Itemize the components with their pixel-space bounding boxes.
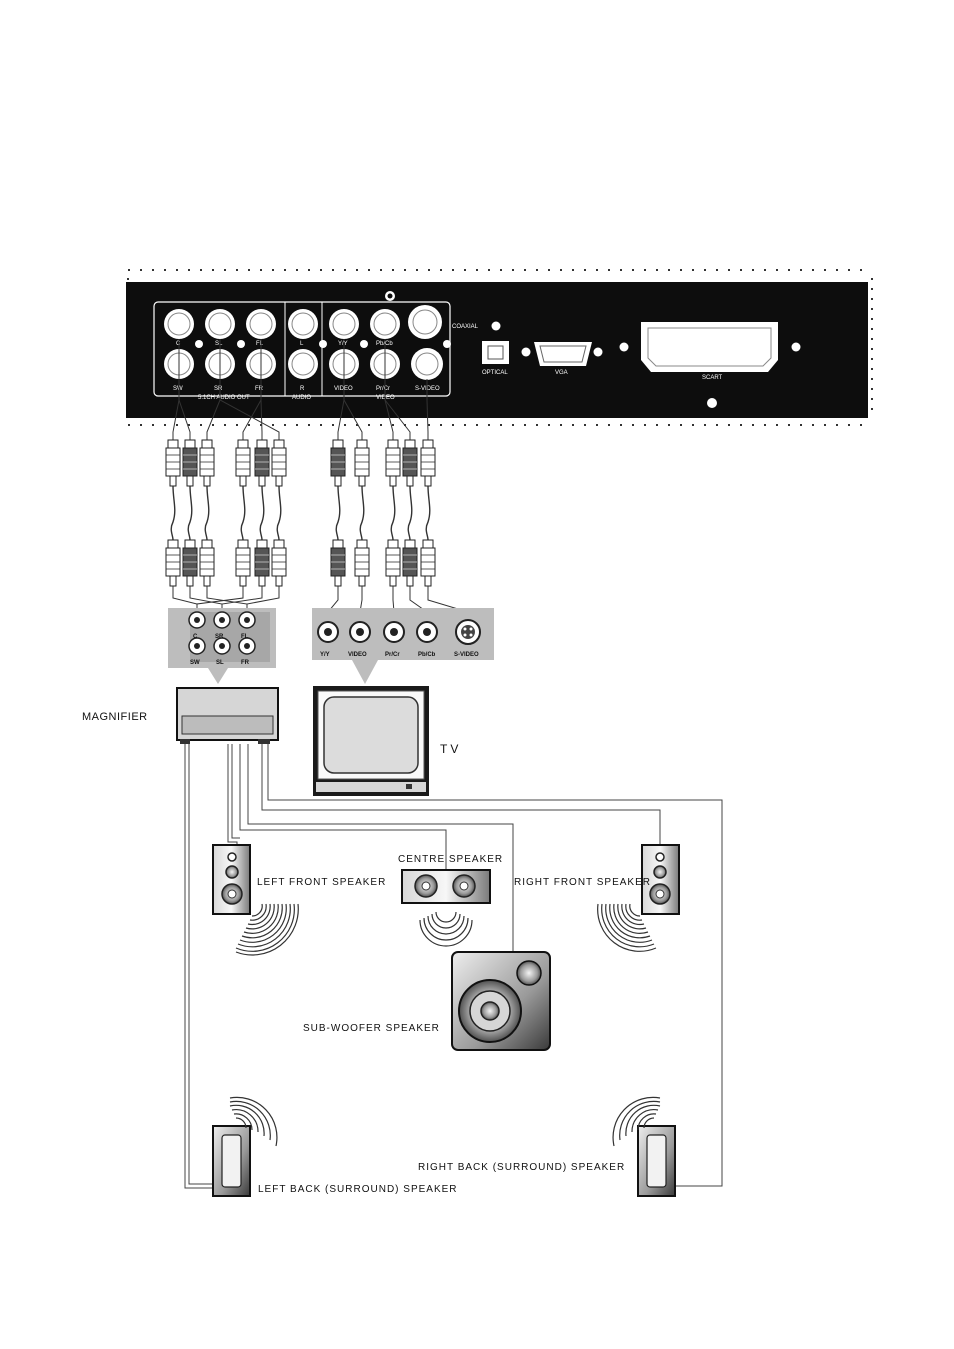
amp-label-sr: SR xyxy=(215,634,224,640)
amp-label-c: C xyxy=(193,634,198,640)
rca-plug xyxy=(331,440,345,486)
amp-jack-c[interactable] xyxy=(189,612,205,628)
rear-panel: C SL FL L Y/Y Pb/Cb SW SR FR R VIDEO Pr/… xyxy=(126,270,872,425)
amp-jack-sl[interactable] xyxy=(214,638,230,654)
label-pr: Pr/Cr xyxy=(376,386,390,392)
rca-plug xyxy=(403,440,417,486)
amp-jack-sr[interactable] xyxy=(214,612,230,628)
tv-jack-pr[interactable] xyxy=(384,622,404,642)
subwoofer-speaker xyxy=(452,952,550,1050)
jack-pb[interactable] xyxy=(370,309,400,339)
tv-label-video: VIDEO xyxy=(348,652,367,658)
rca-plug xyxy=(200,540,214,586)
jack-c[interactable] xyxy=(164,309,194,339)
rca-plug xyxy=(403,540,417,586)
amp-label-sw: SW xyxy=(190,660,200,666)
group-label-51ch: 5.1CH AUDIO OUT xyxy=(198,395,250,401)
amp-jack-fl[interactable] xyxy=(239,612,255,628)
amp-input-box: C SR FL SW SL FR xyxy=(168,608,276,684)
amp-label-sl: SL xyxy=(216,660,224,666)
label-centre: CENTRE SPEAKER xyxy=(398,854,503,865)
label-tv: TV xyxy=(440,742,461,756)
amp-label-fl: FL xyxy=(241,634,249,640)
rca-plug xyxy=(255,540,269,586)
magnifier-amplifier xyxy=(177,688,278,744)
label-optical: OPTICAL xyxy=(482,370,508,376)
label-right-back: RIGHT BACK (SURROUND) SPEAKER xyxy=(418,1162,625,1173)
rca-plug xyxy=(236,540,250,586)
tv-jack-video[interactable] xyxy=(350,622,370,642)
left-front-speaker xyxy=(213,845,250,914)
rca-plug xyxy=(272,540,286,586)
label-vga: VGA xyxy=(555,370,568,376)
jack-fl[interactable] xyxy=(246,309,276,339)
label-y: Y/Y xyxy=(338,341,348,347)
rca-plug xyxy=(166,440,180,486)
tv-label-svideo: S-VIDEO xyxy=(454,652,479,658)
rca-plug xyxy=(355,440,369,486)
jack-l[interactable] xyxy=(288,309,318,339)
label-r: R xyxy=(300,386,305,392)
rca-plug xyxy=(421,540,435,586)
label-subwoofer: SUB-WOOFER SPEAKER xyxy=(303,1023,440,1034)
rca-plug xyxy=(166,540,180,586)
tv-label-y: Y/Y xyxy=(320,652,330,658)
tv-jack-svideo[interactable] xyxy=(456,620,480,644)
jack-sl[interactable] xyxy=(205,309,235,339)
right-back-speaker xyxy=(638,1126,675,1196)
rca-plug xyxy=(183,540,197,586)
tv-jack-pb[interactable] xyxy=(417,622,437,642)
label-left-front: LEFT FRONT SPEAKER xyxy=(257,877,386,888)
label-magnifier: MAGNIFIER xyxy=(82,711,148,723)
rca-plug xyxy=(183,440,197,486)
label-fl: FL xyxy=(256,341,264,347)
jack-coaxial[interactable] xyxy=(408,305,442,339)
tv-jack-y[interactable] xyxy=(318,622,338,642)
label-sw: SW xyxy=(173,386,183,392)
scart-port[interactable] xyxy=(641,322,778,372)
rca-plug xyxy=(236,440,250,486)
label-left-back: LEFT BACK (SURROUND) SPEAKER xyxy=(258,1184,458,1195)
label-sr: SR xyxy=(214,386,223,392)
label-sl: SL xyxy=(215,341,223,347)
rca-plug xyxy=(272,440,286,486)
rca-plug xyxy=(331,540,345,586)
jack-y[interactable] xyxy=(329,309,359,339)
tv-label-pb: Pb/Cb xyxy=(418,652,436,658)
group-label-audio: AUDIO xyxy=(292,395,311,401)
rca-plug xyxy=(386,440,400,486)
left-back-speaker xyxy=(213,1126,250,1196)
rca-plug xyxy=(386,540,400,586)
label-coaxial: COAXIAL xyxy=(452,324,479,330)
vga-port[interactable] xyxy=(534,342,592,366)
label-fr: FR xyxy=(255,386,264,392)
rca-plug xyxy=(355,540,369,586)
jack-svideo[interactable] xyxy=(411,348,443,380)
label-scart: SCART xyxy=(702,375,723,381)
tv-input-box: Y/Y VIDEO Pr/Cr Pb/Cb S-VIDEO xyxy=(312,608,494,684)
amp-jack-fr[interactable] xyxy=(239,638,255,654)
rca-plug xyxy=(255,440,269,486)
jack-r[interactable] xyxy=(288,349,318,379)
rca-plug xyxy=(421,440,435,486)
label-right-front: RIGHT FRONT SPEAKER xyxy=(514,877,651,888)
label-svideo: S-VIDEO xyxy=(415,386,440,392)
amp-label-fr: FR xyxy=(241,660,250,666)
tv-label-pr: Pr/Cr xyxy=(385,652,400,658)
tv-set xyxy=(313,686,429,796)
rca-plug xyxy=(200,440,214,486)
amp-jack-sw[interactable] xyxy=(189,638,205,654)
optical-port[interactable] xyxy=(482,341,509,364)
centre-speaker xyxy=(402,870,490,903)
sound-waves-centre xyxy=(420,912,472,946)
